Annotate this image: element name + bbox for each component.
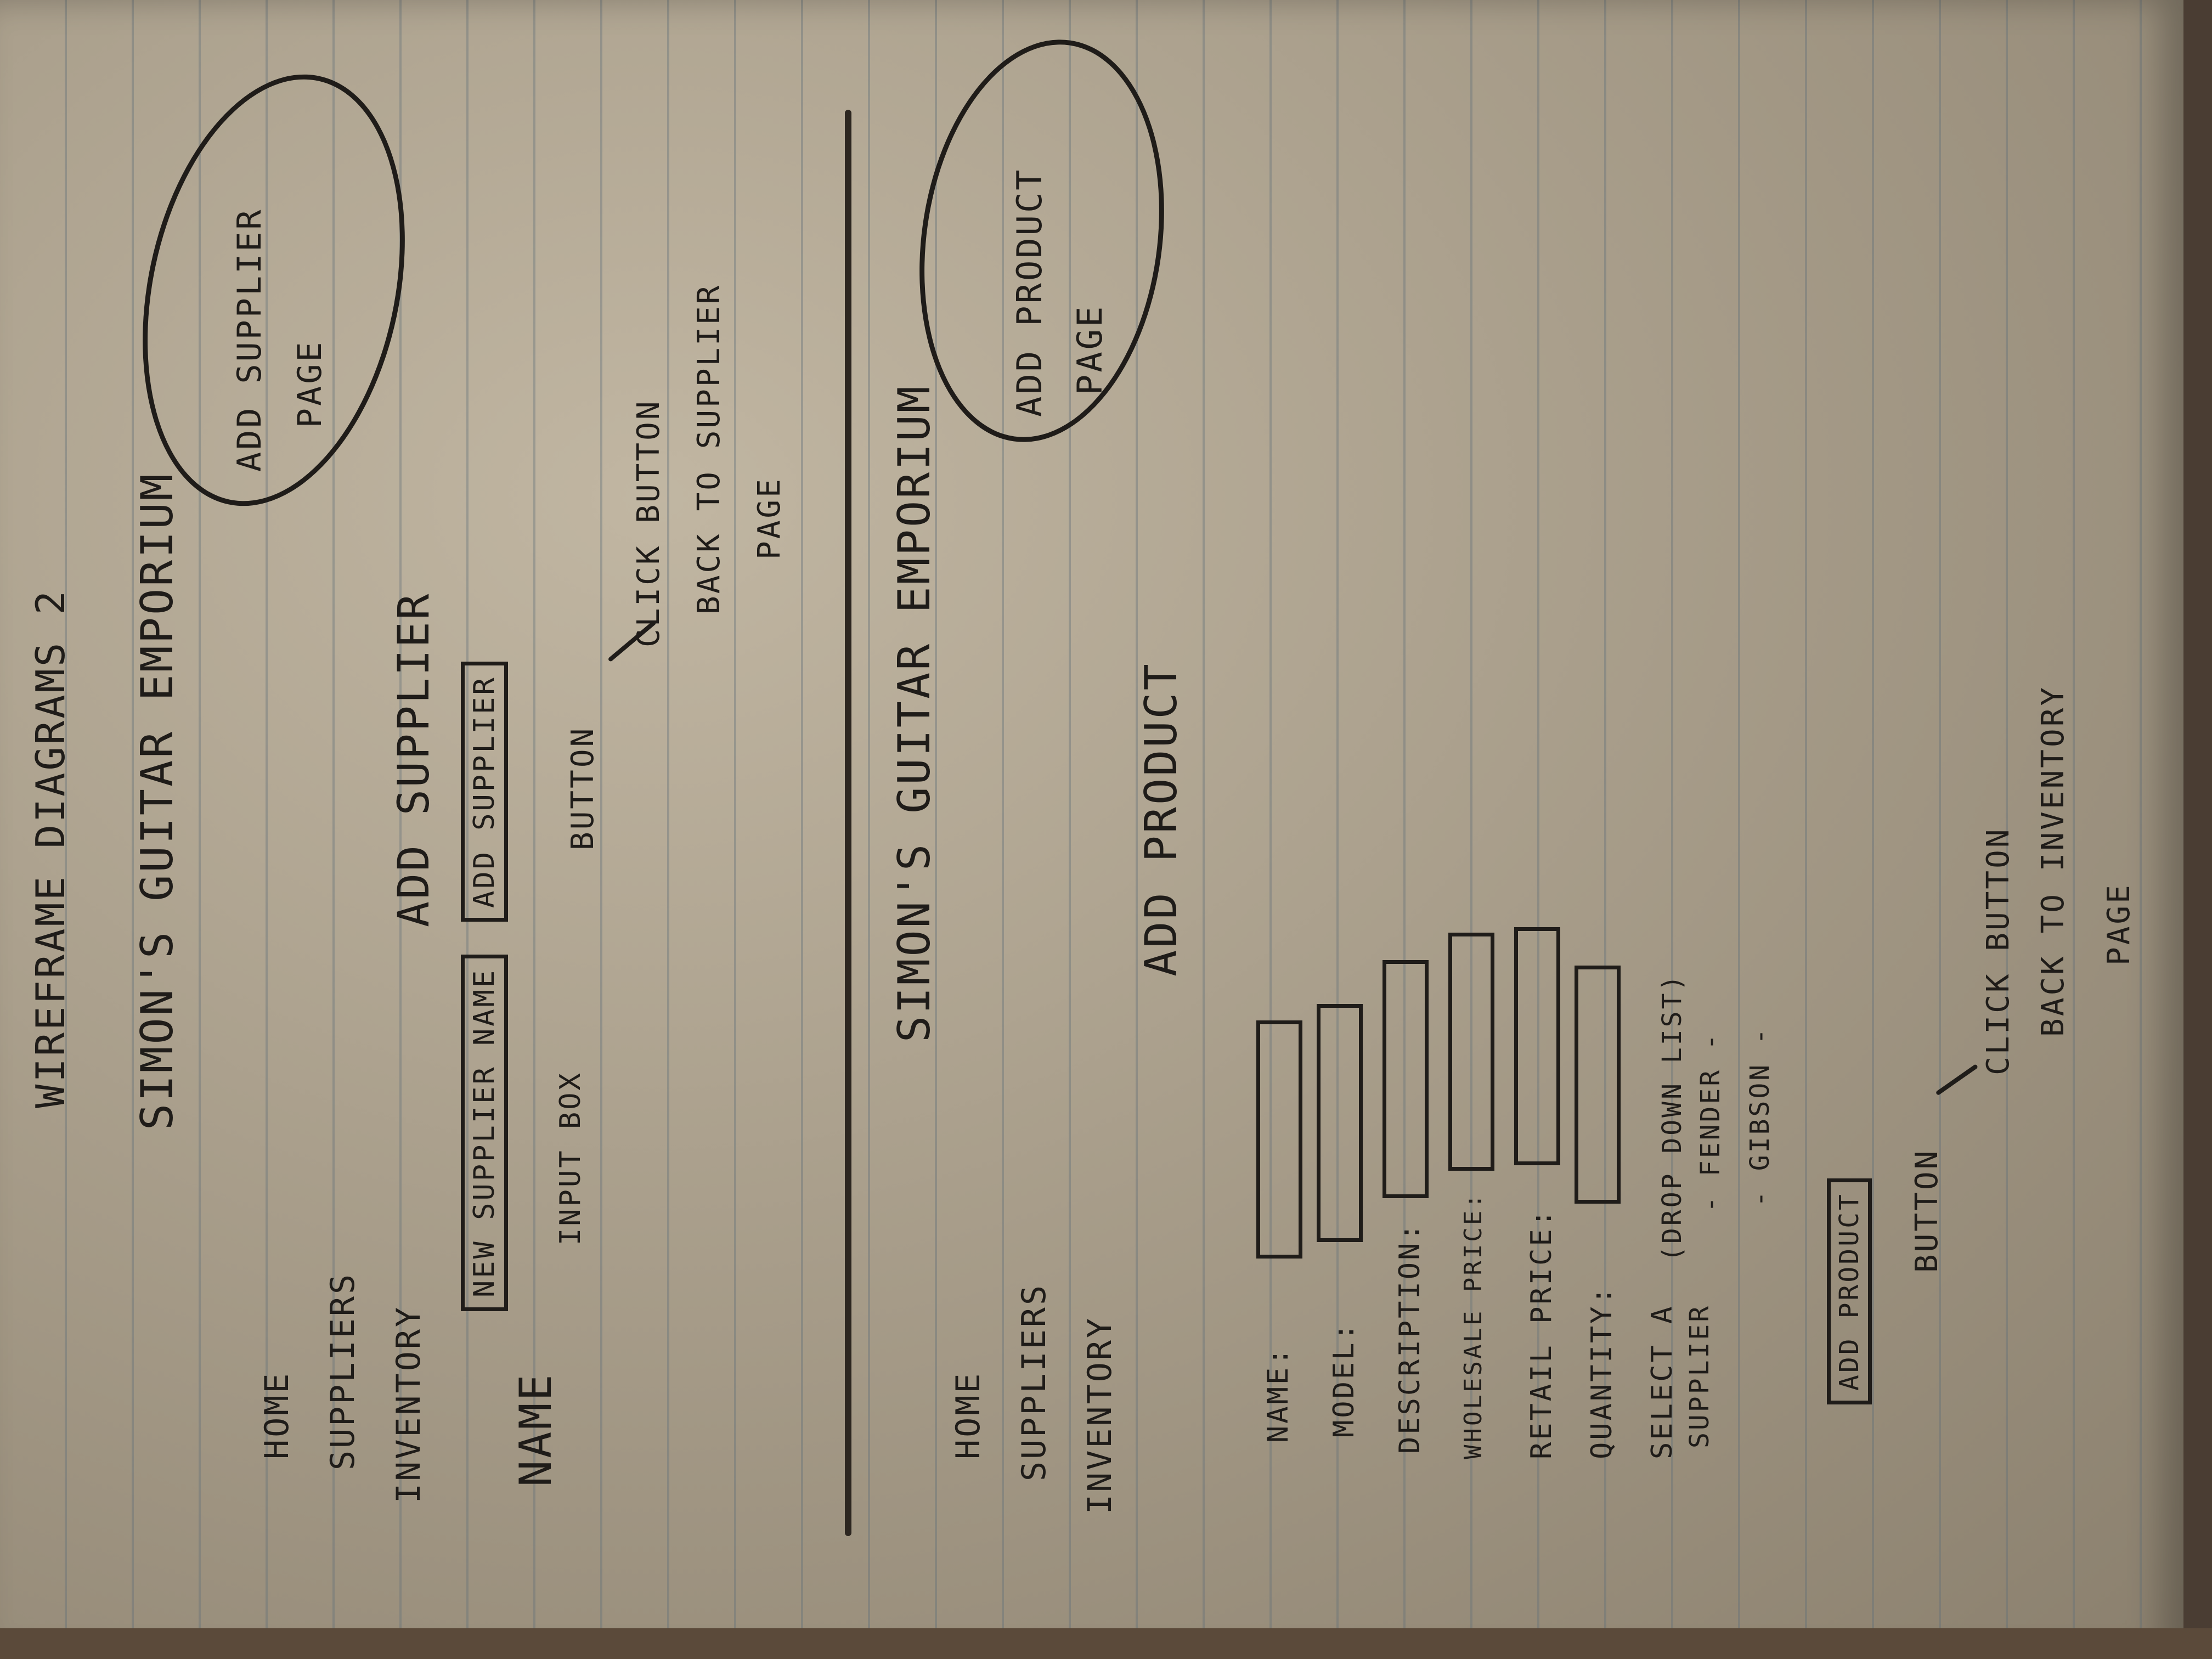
supplier-heading: ADD SUPPLIER <box>390 591 439 927</box>
supplier-note-line-1: CLICK BUTTON <box>631 399 667 647</box>
supplier-button-caption: BUTTON <box>565 726 601 850</box>
supplier-nav-inventory[interactable]: INVENTORY <box>390 1305 428 1503</box>
product-nav-home[interactable]: HOME <box>949 1371 988 1460</box>
field-input-model[interactable] <box>1317 1004 1363 1242</box>
product-oval-line-2: PAGE <box>1070 304 1110 395</box>
product-nav-inventory[interactable]: INVENTORY <box>1081 1316 1119 1514</box>
field-input-wholesale-price[interactable] <box>1448 933 1494 1171</box>
supplier-site-name: SIMON'S GUITAR EMPORIUM <box>132 472 183 1130</box>
add-product-button[interactable]: ADD PRODUCT <box>1827 1178 1872 1404</box>
select-supplier-label-2: SUPPLIER <box>1684 1304 1715 1448</box>
product-nav-suppliers[interactable]: SUPPLIERS <box>1015 1283 1053 1481</box>
page-title: WIREFRAME DIAGRAMS 2 <box>27 589 74 1108</box>
supplier-oval-line-2: PAGE <box>291 340 329 428</box>
field-label-retail-price: RETAIL PRICE: <box>1525 1207 1558 1459</box>
product-note-line-3: PAGE <box>2101 883 2137 966</box>
select-dropdown-note: (DROP DOWN LIST) <box>1657 973 1688 1262</box>
supplier-nav-suppliers[interactable]: SUPPLIERS <box>324 1272 362 1470</box>
field-label-name: NAME: <box>1262 1346 1295 1443</box>
supplier-note-line-2: BACK TO SUPPLIER <box>691 283 727 614</box>
field-label-quantity: QUANTITY: <box>1585 1285 1618 1459</box>
field-label-description: DESCRIPTION: <box>1393 1221 1426 1454</box>
supplier-oval-line-1: ADD SUPPLIER <box>230 207 269 472</box>
supplier-name-label: NAME <box>510 1372 561 1487</box>
field-input-name[interactable] <box>1256 1020 1302 1259</box>
product-heading: ADD PRODUCT <box>1136 662 1187 977</box>
supplier-nav-home[interactable]: HOME <box>258 1371 296 1460</box>
page-edge <box>2183 0 2212 1659</box>
select-option-gibson[interactable]: - GIBSON - <box>1745 1026 1775 1207</box>
product-button-caption: BUTTON <box>1909 1148 1945 1273</box>
torn-edge <box>0 1628 2212 1659</box>
section-divider <box>845 110 851 1536</box>
input-box-caption: INPUT BOX <box>554 1071 587 1245</box>
field-label-wholesale-price: WHOLESALE PRICE: <box>1459 1192 1487 1459</box>
field-label-model: MODEL: <box>1328 1321 1361 1437</box>
product-note-line-1: CLICK BUTTON <box>1980 827 2016 1075</box>
select-option-fender[interactable]: - FENDER - <box>1695 1032 1726 1212</box>
add-supplier-button[interactable]: ADD SUPPLIER <box>461 662 508 922</box>
select-supplier-label-1: SELECT A <box>1646 1304 1679 1459</box>
product-oval-line-1: ADD PRODUCT <box>1009 167 1049 417</box>
new-supplier-name-input[interactable]: NEW SUPPLIER NAME <box>461 954 508 1311</box>
supplier-note-line-3: PAGE <box>752 477 787 560</box>
field-input-description[interactable] <box>1383 960 1429 1198</box>
field-input-quantity[interactable] <box>1575 966 1621 1204</box>
product-site-name: SIMON'S GUITAR EMPORIUM <box>889 384 940 1042</box>
product-note-line-2: BACK TO INVENTORY <box>2035 685 2071 1037</box>
field-input-retail-price[interactable] <box>1514 927 1560 1165</box>
